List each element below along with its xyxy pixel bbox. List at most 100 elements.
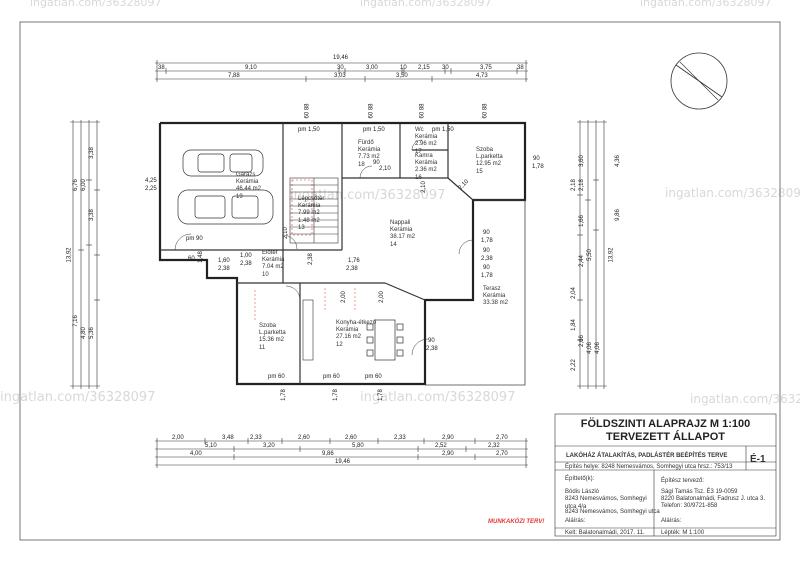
car-icon: [182, 149, 264, 177]
scale: Lépték: M 1:100: [661, 530, 705, 536]
north-arrow-icon: [670, 52, 728, 110]
dim-label: 2,32: [488, 443, 500, 449]
dining-table-icon: [366, 319, 404, 361]
opening-label: 2,10: [379, 166, 391, 172]
opening-label: pm 1,50: [363, 127, 385, 133]
dim-label: 3,75: [480, 65, 492, 71]
opening-label: 1,78: [481, 273, 493, 279]
dim-label: 3,38: [88, 209, 95, 221]
opening-dim: 60 88: [419, 103, 426, 119]
dim-label: 13,92: [608, 247, 615, 263]
stair-icon: [289, 177, 339, 244]
dim-label: 2,90: [442, 451, 454, 457]
dim-overall-bottom: 19,46: [335, 459, 351, 465]
opening-label: 1,78: [280, 389, 287, 401]
dim-label: 2,22: [570, 359, 577, 371]
car-icon: [177, 189, 274, 225]
opening-label: 1,00: [240, 253, 252, 259]
opening-label: 90: [483, 248, 490, 254]
opening-label: 2,38: [426, 346, 438, 352]
dim-label: 4,25: [145, 178, 157, 184]
dim-label: 4,06: [586, 342, 593, 354]
dim-label: 3,50: [396, 73, 408, 79]
dim-label: 38: [158, 65, 165, 71]
date: Kelt: Balatonalmádi, 2017. 11.: [565, 530, 645, 536]
dim-label: 4,36: [614, 155, 621, 167]
designer-sign: Aláírás:: [661, 518, 682, 524]
opening-label: 1,78: [377, 389, 384, 401]
owner-label: Építtető(k):: [565, 476, 595, 482]
opening-label: 2,38: [218, 266, 230, 272]
dim-label: 9,86: [322, 451, 334, 457]
dim-label: 7,16: [72, 315, 79, 327]
opening-label: pm 90: [186, 236, 203, 242]
opening-label: 60: [188, 256, 195, 262]
dim-label: 5,80: [352, 443, 364, 449]
opening-label: 90: [533, 156, 540, 162]
designer-address: 8220 Balatonalmádi, Fadrusz J. utca 3.: [661, 496, 766, 502]
dim-label: 1,84: [570, 319, 577, 331]
designer-label: Építész tervező:: [661, 478, 705, 484]
dim-label: 2,44: [578, 255, 585, 267]
opening-label: pm 60: [365, 374, 382, 380]
opening-label: 2,38: [307, 253, 314, 265]
site-address: Építés helye: 8248 Nemesvámos, Somhegyi …: [565, 464, 733, 470]
dim-label: 5,10: [205, 443, 217, 449]
dim-label: 3,48: [222, 435, 234, 441]
sheet-id: É-1: [750, 454, 766, 465]
opening-label: 2,38: [481, 256, 493, 262]
opening-label: 2,10: [420, 181, 427, 193]
opening-label: 2,00: [378, 291, 385, 303]
opening-label: 1,78: [532, 164, 544, 170]
dim-label: 3,60: [578, 155, 585, 167]
opening-dim: 60 88: [482, 103, 489, 119]
watermark: ingatlan.com/36328097: [360, 390, 516, 405]
dim-label: 4,06: [594, 342, 601, 354]
opening-label: 2,38: [240, 261, 252, 267]
dim-label: 2,33: [250, 435, 262, 441]
dim-label: 7,88: [228, 73, 240, 79]
dim-label: 2,52: [435, 443, 447, 449]
opening-label: pm 1,50: [432, 127, 454, 133]
dim-label: 2,90: [442, 435, 454, 441]
dim-label: 2,18: [578, 179, 585, 191]
dim-label: 1,66: [578, 215, 585, 227]
dim-label: 30: [442, 65, 449, 71]
dim-label: 4,80: [80, 327, 87, 339]
designer-name: Ságí Tamás Tsz. É3 19-0059: [661, 489, 738, 495]
opening-label: 90: [483, 265, 490, 271]
owner-address: 8243 Nemesvámos, Somhegyi utca 4/a: [565, 496, 647, 510]
dim-label: 5,50: [586, 249, 593, 261]
opening-label: pm 60: [268, 374, 285, 380]
drawing-title: FÖLDSZINTI ALAPRAJZ M 1:100: [580, 418, 751, 430]
opening-label: 2,00: [340, 291, 347, 303]
dim-label: 3,38: [88, 147, 95, 159]
opening-label: 1,78: [332, 389, 339, 401]
dim-label: 3,20: [263, 443, 275, 449]
dim-label: 2,66: [578, 335, 585, 347]
opening-label: pm 1,50: [298, 127, 320, 133]
watermark: ingatlan.com/36328097: [30, 0, 162, 9]
watermark: ingatlan.com/36328097: [360, 0, 492, 9]
dim-label: 6,00: [80, 179, 87, 191]
opening-label: 2,38: [346, 266, 358, 272]
dim-label: 6,76: [72, 179, 79, 191]
opening-label: 90: [373, 160, 380, 166]
watermark: ingatlan.com/36328097: [690, 392, 800, 406]
watermark: ingatlan.com/36328097: [640, 0, 772, 9]
designer-phone: Telefon: 30/9721-858: [661, 503, 718, 509]
watermark: ingatlan.com/36328097: [0, 390, 156, 405]
opening-label: 1,48: [197, 251, 204, 263]
dim-label: 10: [400, 65, 407, 71]
watermark: ingatlan.com/36328097: [665, 186, 800, 200]
